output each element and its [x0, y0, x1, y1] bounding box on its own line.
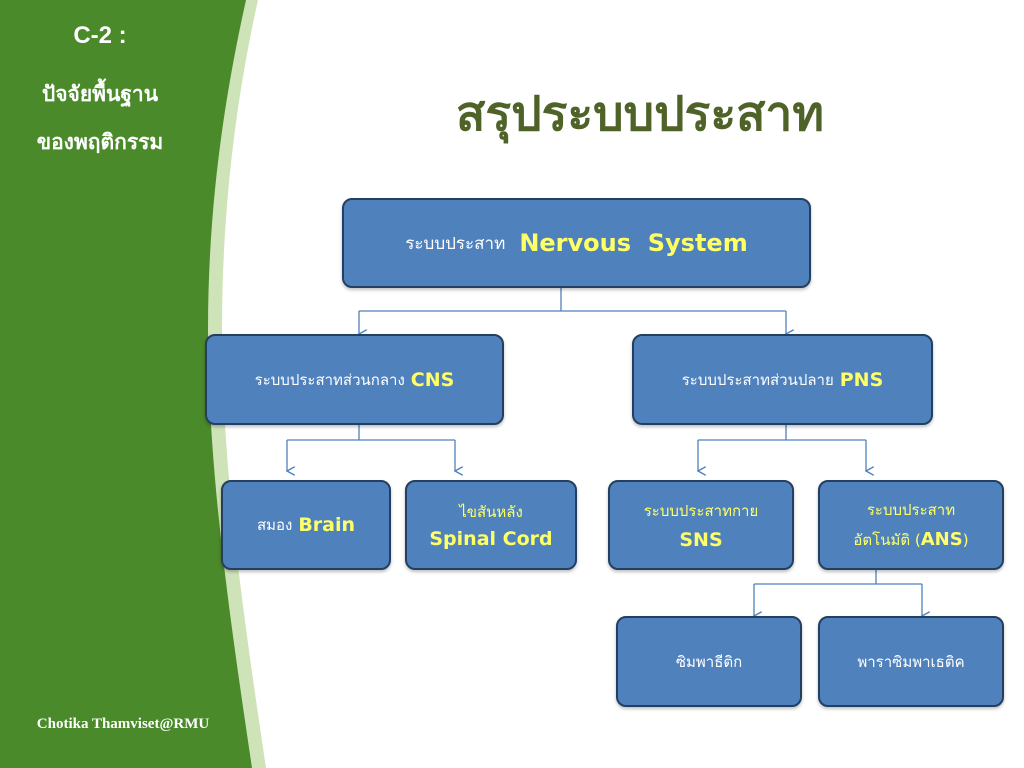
node-sns: ระบบประสาทกาย SNS — [608, 480, 794, 570]
connector-ans — [754, 570, 922, 616]
node-spinal-cord: ไขสันหลัง Spinal Cord — [405, 480, 577, 570]
page-title: สรุประบบประสาท — [456, 86, 824, 142]
node-brain-thai: สมอง — [256, 516, 293, 534]
sidebar-code: C-2 : — [73, 22, 127, 49]
node-ans-line2: อัตโนมัติ (ANS) — [853, 528, 968, 552]
node-sns-thai: ระบบประสาทกาย — [643, 502, 759, 520]
node-spinal-thai: ไขสันหลัง — [459, 503, 523, 521]
node-sympathetic-thai: ซิมพาธีติก — [675, 652, 743, 671]
node-parasympathetic: พาราซิมพาเธติค — [818, 616, 1004, 707]
node-cns: ระบบประสาทส่วนกลาง CNS — [205, 334, 504, 425]
node-ans-close-paren: ) — [962, 531, 969, 549]
node-ans-thai-line2: อัตโนมัติ ( — [853, 531, 921, 549]
node-pns: ระบบประสาทส่วนปลาย PNS — [632, 334, 933, 425]
node-ans: ระบบประสาท อัตโนมัติ (ANS) — [818, 480, 1004, 570]
footer-author: Chotika Thamviset@RMU — [36, 716, 210, 732]
node-parasympathetic-thai: พาราซิมพาเธติค — [857, 652, 965, 671]
node-cns-thai: ระบบประสาทส่วนกลาง — [254, 370, 405, 389]
node-spinal-english: Spinal Cord — [429, 528, 553, 550]
node-sympathetic: ซิมพาธีติก — [616, 616, 802, 707]
node-brain: สมอง Brain — [221, 480, 391, 570]
connector-cns — [287, 425, 455, 471]
sidebar-title-line-2: ของพฤติกรรม — [36, 130, 164, 154]
node-nervous-system-thai: ระบบประสาท — [405, 233, 506, 254]
node-ans-thai-line1: ระบบประสาท — [866, 501, 956, 519]
sidebar-green-panel — [0, 0, 252, 768]
connector-pns — [698, 425, 866, 471]
node-sns-english: SNS — [679, 529, 723, 551]
node-nervous-system: ระบบประสาท Nervous System — [342, 198, 811, 288]
node-pns-thai: ระบบประสาทส่วนปลาย — [681, 370, 834, 389]
node-brain-english: Brain — [298, 514, 356, 536]
node-ans-english: ANS — [920, 529, 963, 550]
node-pns-english: PNS — [839, 368, 884, 391]
sidebar-title-line-1: ปัจจัยพื้นฐาน — [41, 82, 159, 106]
connector-root — [359, 288, 786, 334]
node-nervous-system-english: Nervous System — [519, 229, 748, 257]
node-cns-english: CNS — [410, 368, 455, 391]
